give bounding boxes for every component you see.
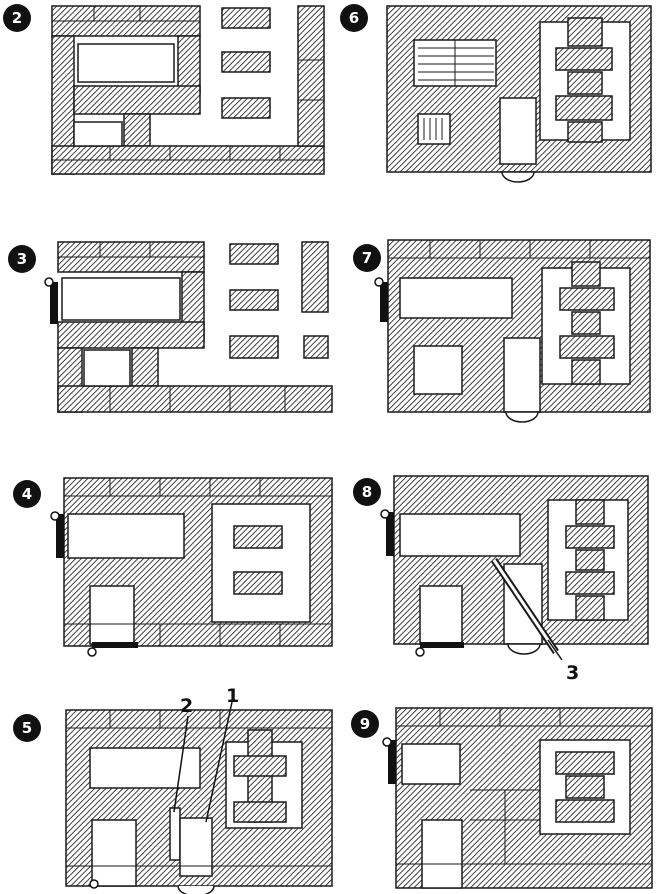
brick [575, 595, 605, 621]
brick [221, 97, 271, 119]
ash-door [420, 642, 464, 648]
ash-pit-opening [91, 819, 137, 887]
step-number: 2 [12, 9, 22, 27]
fire-door [56, 514, 64, 558]
brick [575, 549, 605, 571]
brick [555, 95, 613, 121]
pipe-opening [503, 337, 541, 413]
fire-door [388, 740, 396, 784]
brick [565, 775, 605, 799]
step-number: 8 [362, 483, 372, 501]
callout-leader [547, 639, 563, 661]
brick [229, 335, 279, 359]
brick-course [297, 5, 325, 147]
step-badge [353, 478, 381, 506]
step-badge [340, 4, 368, 32]
step-badge [8, 245, 36, 273]
pipe-opening-2 [169, 807, 181, 861]
firebox-opening [399, 277, 513, 319]
ash-pit-opening [83, 349, 131, 387]
step-number: 7 [362, 249, 372, 267]
brick [571, 359, 601, 385]
step-badge [13, 480, 41, 508]
step-badge [353, 244, 381, 272]
firebox-opening [399, 513, 521, 557]
step-number: 6 [349, 9, 359, 27]
brick [229, 243, 279, 265]
step-number: 9 [360, 715, 370, 733]
brick [575, 499, 605, 525]
brick [567, 121, 603, 143]
brick [221, 51, 271, 73]
panel-step-6: 6 [340, 4, 652, 183]
ash-door-arc [507, 643, 541, 655]
brick [571, 311, 601, 335]
step-badge [3, 4, 31, 32]
fire-door [386, 512, 394, 556]
brick [233, 755, 287, 777]
brick [567, 71, 603, 95]
ash-door-opening [417, 113, 451, 145]
brick-course [123, 113, 151, 147]
brick [233, 525, 283, 549]
firebox-opening [77, 43, 175, 83]
brick [571, 261, 601, 287]
panel-step-7: 7 [353, 239, 651, 423]
firebox-opening [401, 743, 461, 785]
brick [233, 801, 287, 823]
brick [555, 751, 615, 775]
ash-pit-opening [89, 585, 135, 645]
brick-course [57, 385, 333, 413]
pipe-opening [499, 97, 537, 165]
brick-course [57, 321, 205, 349]
panel-step-2: 2 [3, 4, 325, 175]
step-number: 5 [22, 719, 32, 737]
ash-pit-opening [413, 345, 463, 395]
brick [565, 571, 615, 595]
ash-door-arc [505, 411, 539, 423]
panel-step-3: 3 [8, 241, 333, 413]
firebox-opening [89, 747, 201, 789]
pipe-opening-1 [179, 817, 213, 877]
ash-pit-opening [73, 121, 123, 147]
brick-course [73, 85, 201, 115]
ash-door [92, 642, 138, 648]
fire-door [380, 282, 388, 322]
brick [221, 7, 271, 29]
ash-door-arc [501, 171, 535, 183]
channel-opening [211, 503, 311, 623]
brick [565, 525, 615, 549]
brick [559, 287, 615, 311]
firebox-opening [61, 277, 181, 321]
firebox-opening [67, 513, 185, 559]
panel-step-4: 4 [13, 477, 333, 657]
brick [301, 241, 329, 313]
brick [303, 335, 329, 359]
ash-pit-opening [419, 585, 463, 645]
callout-leader [205, 701, 233, 823]
callout-label-2: 2 [180, 695, 193, 717]
brick [559, 335, 615, 359]
brick [555, 799, 615, 823]
step-number: 3 [17, 250, 27, 268]
brick [555, 47, 613, 71]
brick-course [131, 347, 159, 387]
callout-label-3: 3 [566, 662, 579, 684]
panel-step-9: 9 [351, 707, 653, 889]
step-number: 4 [22, 485, 32, 503]
brick [567, 17, 603, 47]
panel-step-8: 3 8 [353, 475, 649, 684]
brick [229, 289, 279, 311]
step-badge [351, 710, 379, 738]
ash-pit-opening [421, 819, 463, 889]
callout-label-1: 1 [226, 685, 239, 707]
brick [233, 571, 283, 595]
step-badge [13, 714, 41, 742]
callout-leader [173, 715, 189, 813]
panel-step-5: 2 1 5 [13, 685, 333, 894]
ash-door-arc [177, 885, 215, 894]
fire-door [50, 282, 58, 324]
